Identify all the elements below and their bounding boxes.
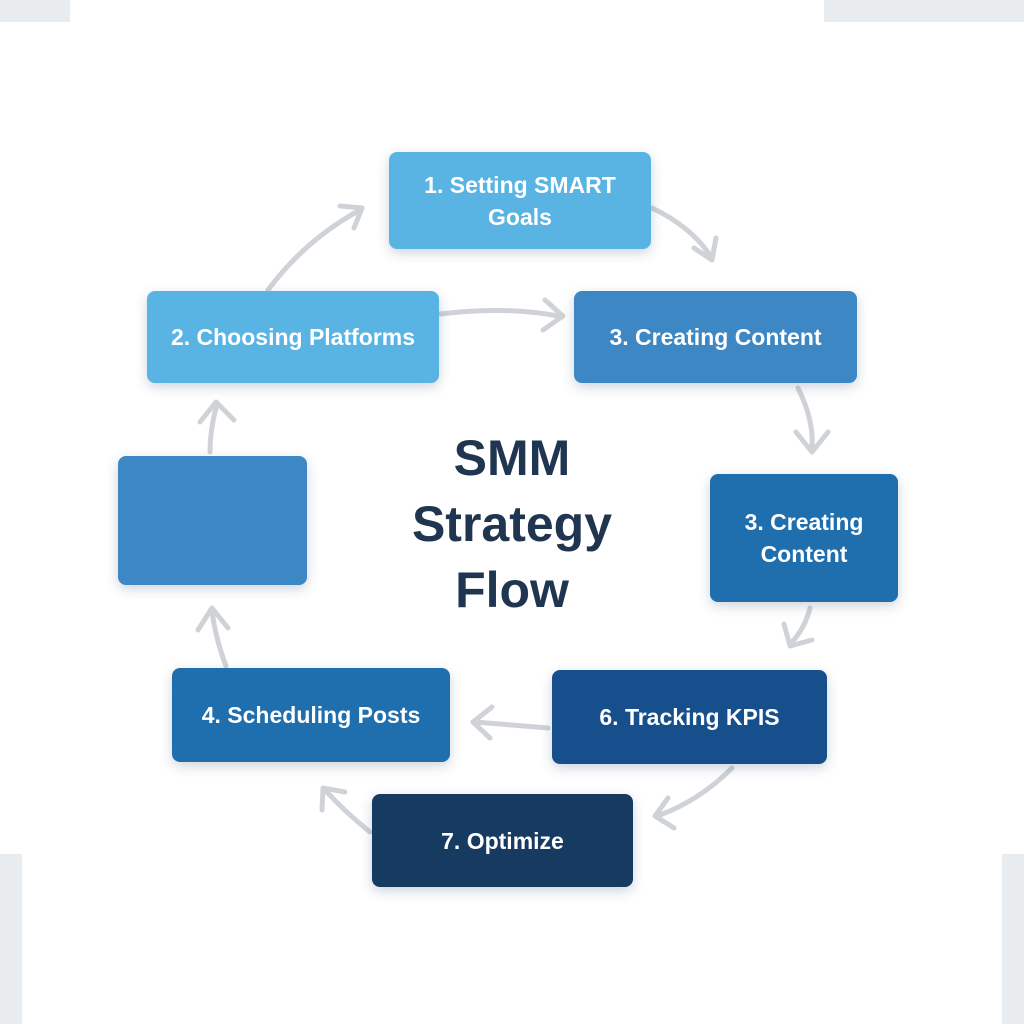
arrow-content-to-kpis [789, 605, 813, 645]
arrow-kpis-to-scheduling-head [470, 704, 495, 741]
arrow-content-down-head [793, 429, 831, 455]
arrow-platforms-to-content-head [540, 297, 566, 333]
arrow-scheduling-up-head [195, 605, 231, 633]
arrow-content-down [795, 385, 815, 451]
arrow-optimize-to-scheduling [322, 787, 373, 835]
frame-corner-bottom-left [0, 854, 22, 1024]
step-choosing-platforms: 2. Choosing Platforms [147, 291, 439, 383]
step-optimize: 7. Optimize [372, 794, 633, 887]
frame-corner-bottom-right [1002, 854, 1024, 1024]
arrow-optimize-to-scheduling-head [319, 785, 348, 813]
arrow-platforms-to-goals-head [337, 203, 365, 231]
step-setting-smart-goals: 1. Setting SMART Goals [389, 152, 651, 249]
arrow-goals-to-content-head [691, 235, 719, 263]
step-unlabeled [118, 456, 307, 585]
arrow-scheduling-up [209, 609, 229, 669]
arrow-content-to-kpis-head [781, 621, 815, 649]
frame-corner-top-left [0, 0, 70, 22]
arrow-platforms-to-goals [265, 207, 363, 293]
step-scheduling-posts: 4. Scheduling Posts [172, 668, 450, 762]
arrow-blank-up [207, 405, 219, 455]
arrow-goals-to-content [649, 205, 713, 258]
arrow-kpis-to-scheduling [472, 719, 551, 731]
step-creating-content-right: 3. Creating Content [710, 474, 898, 602]
arrow-blank-up-head [197, 399, 237, 425]
arrow-kpis-to-optimize-head [652, 795, 677, 831]
frame-corner-top-right [824, 0, 1024, 22]
step-creating-content-top: 3. Creating Content [574, 291, 857, 383]
arrow-kpis-to-optimize [657, 765, 735, 818]
arrow-platforms-to-content [437, 307, 561, 319]
step-tracking-kpis: 6. Tracking KPIS [552, 670, 827, 764]
diagram-title: SMM Strategy Flow [411, 430, 613, 618]
